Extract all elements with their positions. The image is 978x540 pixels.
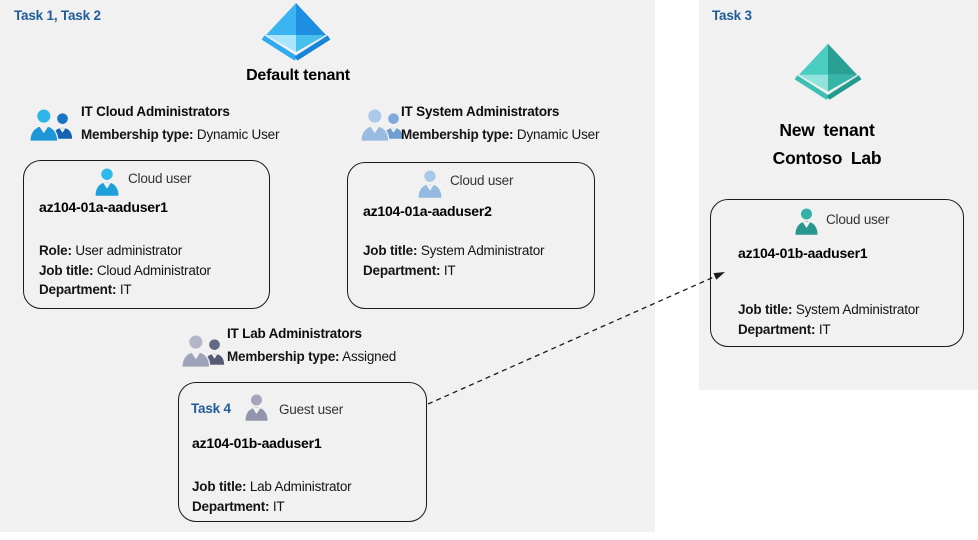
cloud-user2-box: Cloud user az104-01a-aaduser2 Job title:… <box>347 162 595 309</box>
user-type-label: Cloud user <box>450 173 514 188</box>
cloud-user-icon <box>95 168 119 196</box>
default-tenant-title: Default tenant <box>246 67 350 84</box>
azure-ad-tenant-icon <box>261 3 331 61</box>
user-field: Role: User administrator <box>39 243 183 258</box>
new-tenant-title-line1: New tenant <box>779 120 875 140</box>
user-type-label: Cloud user <box>128 171 192 186</box>
user-type-label: Guest user <box>279 402 344 417</box>
user-field: Job title: Cloud Administrator <box>39 262 211 278</box>
user-field: Department: IT <box>738 321 831 337</box>
task-label-3: Task 3 <box>712 8 752 23</box>
user-fields: Job title: System Administrator Departme… <box>738 300 920 339</box>
user-fields: Role: User administrator Job title: Clou… <box>39 241 211 300</box>
cloud-user-icon <box>795 208 818 235</box>
task-label-4: Task 4 <box>191 401 231 416</box>
group-membership: Membership type: Dynamic User <box>81 127 279 142</box>
username: az104-01b-aaduser1 <box>192 435 322 451</box>
group-membership: Membership type: Dynamic User <box>401 127 599 142</box>
user-fields: Job title: Lab Administrator Department:… <box>192 477 352 516</box>
username: az104-01a-aaduser1 <box>39 199 168 215</box>
cloud-user-icon <box>418 170 442 198</box>
cloud-user1-box: Cloud user az104-01a-aaduser1 Role: User… <box>23 160 270 309</box>
task-label-1-2: Task 1, Task 2 <box>14 8 101 23</box>
user-type-label: Cloud user <box>826 212 890 227</box>
default-tenant-panel: Task 1, Task 2 Default tenant IT Cloud A… <box>0 0 655 532</box>
group-name: IT Lab Administrators <box>227 326 362 341</box>
azure-ad-tenant-icon <box>794 43 862 100</box>
group-name: IT Cloud Administrators <box>81 104 230 119</box>
membership-value: Dynamic User <box>196 127 280 142</box>
new-tenant-panel: Task 3 New tenant Contoso Lab Cloud user… <box>699 0 978 390</box>
user-field: Department: IT <box>39 282 132 297</box>
user-field: Job title: System Administrator <box>363 243 545 258</box>
membership-label: Membership type: <box>227 349 340 364</box>
guest-user-icon <box>245 394 268 421</box>
group-people-icon <box>181 334 225 368</box>
username: az104-01a-aaduser2 <box>363 203 492 219</box>
membership-value: Assigned <box>342 349 397 364</box>
group-membership: Membership type: Assigned <box>227 349 396 364</box>
user-field: Job title: Lab Administrator <box>192 479 352 494</box>
contoso-cloud-user-box: Cloud user az104-01b-aaduser1 Job title:… <box>710 199 964 347</box>
group-people-icon <box>360 108 404 142</box>
membership-label: Membership type: <box>81 127 194 142</box>
membership-label: Membership type: <box>401 127 514 142</box>
user-field: Job title: System Administrator <box>738 302 920 317</box>
username: az104-01b-aaduser1 <box>738 245 868 261</box>
user-field: Department: IT <box>363 262 456 278</box>
new-tenant-title-line2: Contoso Lab <box>772 148 882 168</box>
user-field: Department: IT <box>192 498 285 514</box>
membership-value: Dynamic User <box>516 127 600 142</box>
user-fields: Job title: System Administrator Departme… <box>363 241 545 280</box>
task4-guest-user-box: Task 4 Guest user az104-01b-aaduser1 Job… <box>178 382 427 522</box>
group-people-icon <box>29 108 73 142</box>
group-name: IT System Administrators <box>401 104 560 119</box>
